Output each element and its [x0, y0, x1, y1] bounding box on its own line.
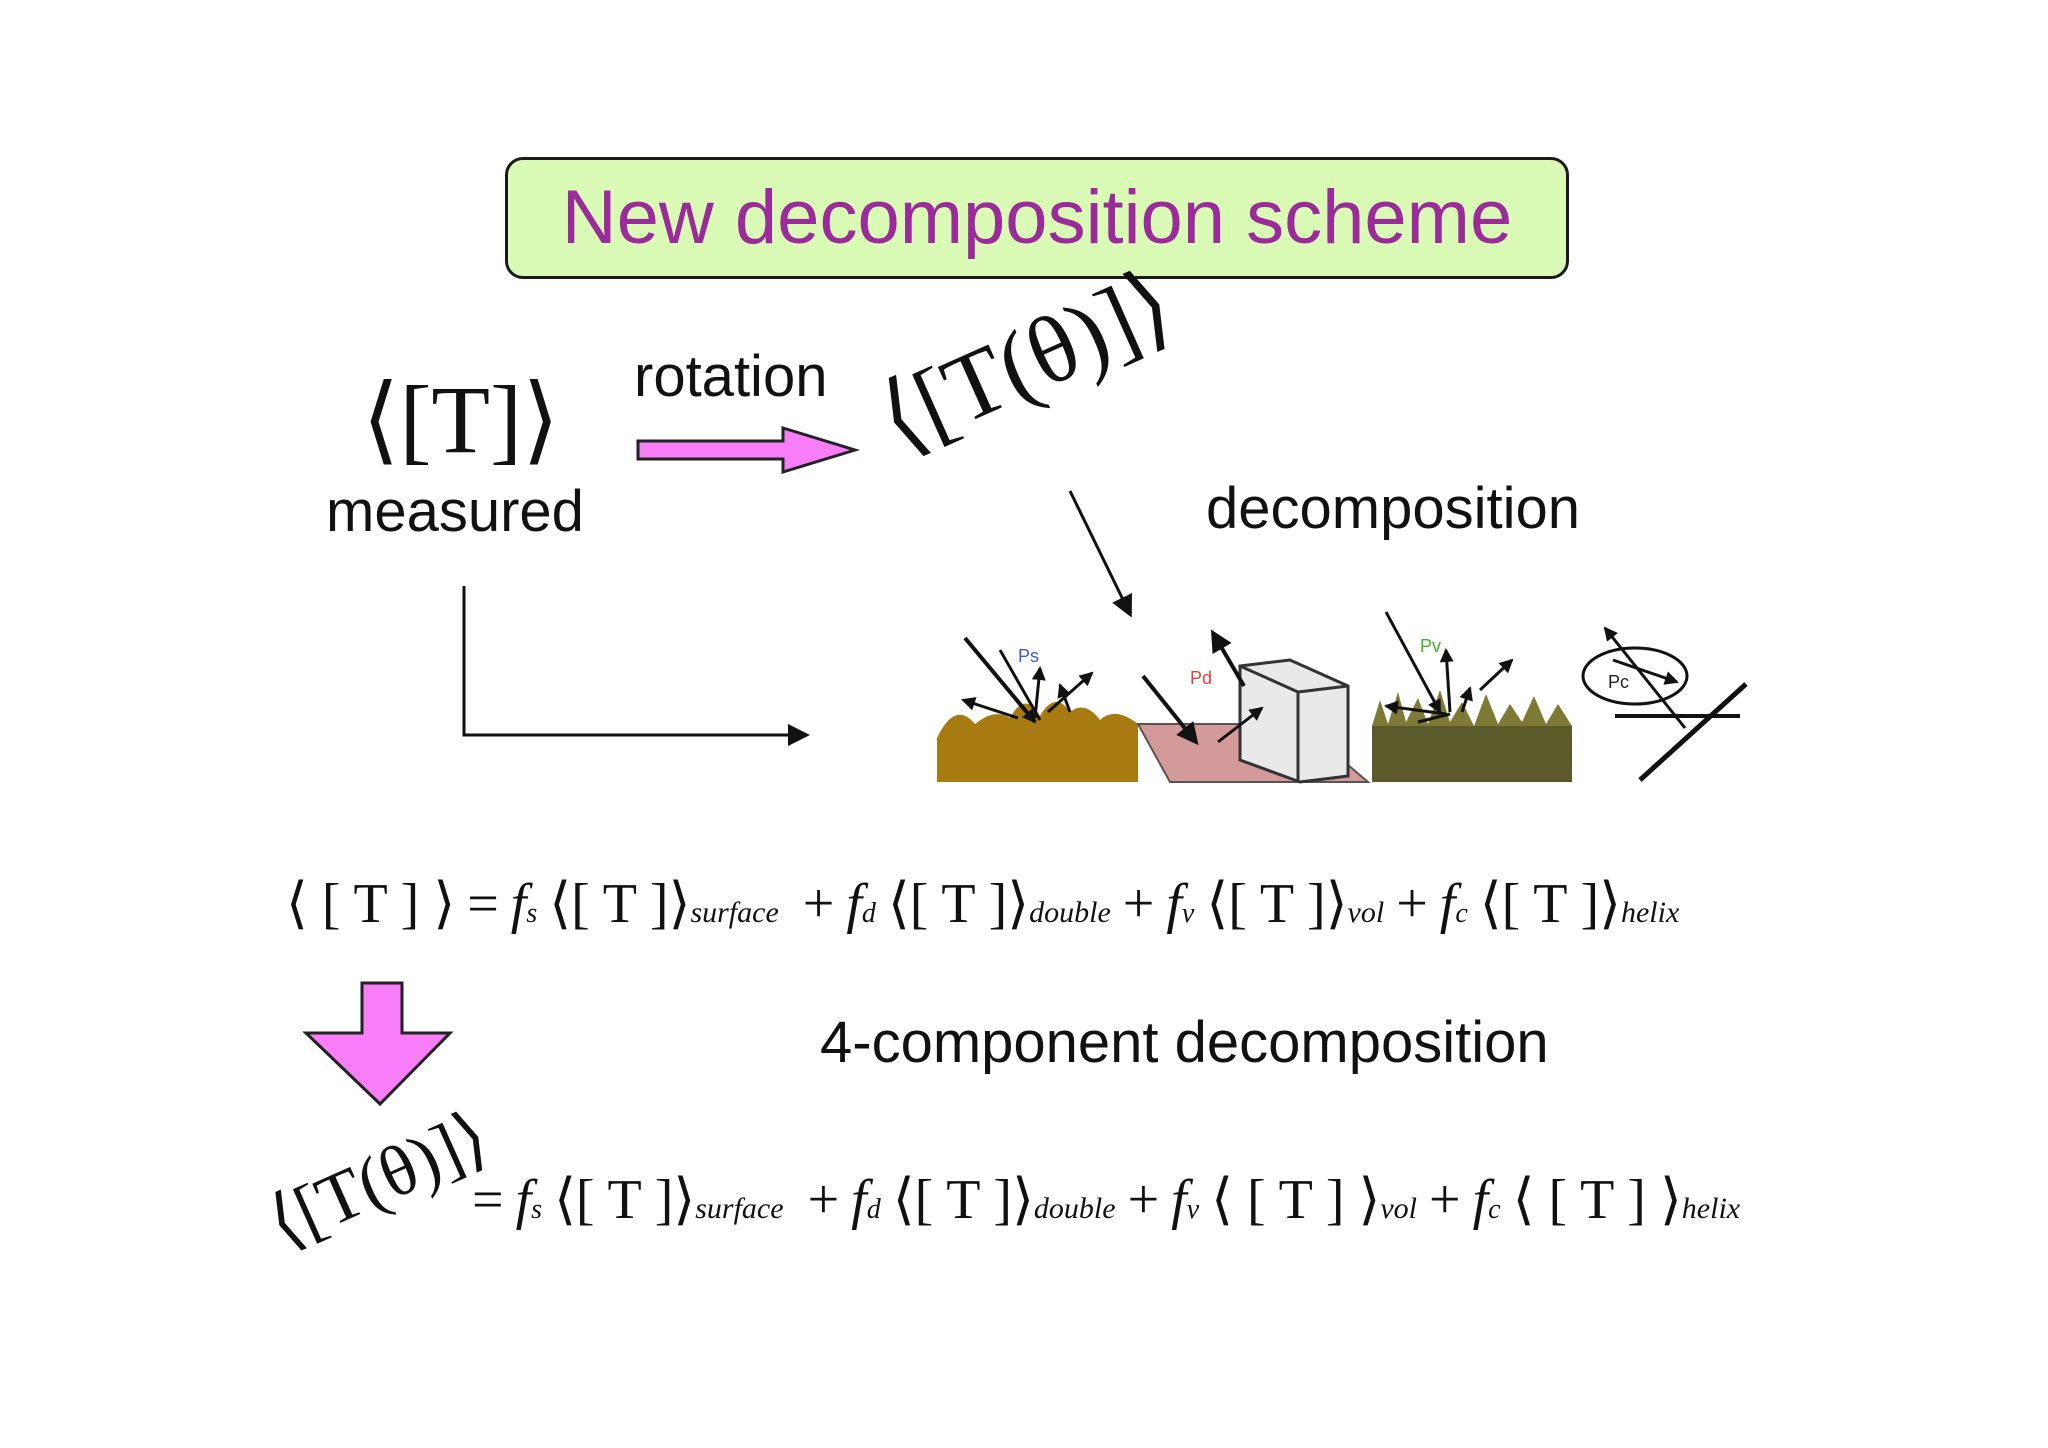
coef-fd-2: f [851, 1169, 867, 1231]
volume-icon-label: Pv [1420, 636, 1442, 656]
coef-fv: f [1166, 873, 1182, 935]
subscript-double: double [1029, 896, 1111, 929]
slide-title: New decomposition scheme [561, 175, 1513, 260]
subscript-surface: surface [690, 896, 779, 929]
decomposition-label: decomposition [1206, 476, 1580, 541]
helix-scattering-icon [1581, 626, 1748, 782]
coef-fs: f [510, 873, 527, 935]
subscript-vol-2: vol [1380, 1192, 1418, 1225]
subscript-surface-2: surface [695, 1192, 784, 1225]
decomposition-arrow [1068, 490, 1132, 618]
matrix-double: ⟨[ T ]⟩ [887, 873, 1030, 935]
matrix-helix-2: ⟨ [ T ] ⟩ [1512, 1169, 1682, 1231]
helix-icon-label: Pc [1608, 672, 1630, 692]
subscript-vol: vol [1347, 896, 1385, 929]
subscript-double-2: double [1033, 1192, 1116, 1225]
four-component-label: 4-component decomposition [820, 1010, 1549, 1075]
rotation-arrow [636, 425, 861, 475]
surface-scattering-icon [937, 636, 1138, 782]
coef-fc-2: f [1472, 1169, 1489, 1231]
matrix-double-2: ⟨[ T ]⟩ [892, 1169, 1034, 1231]
surface-icon-label: Ps [1018, 646, 1040, 666]
subscript-helix: helix [1620, 896, 1680, 929]
measured-matrix: ⟨[T]⟩ [362, 366, 560, 473]
coef-fs-2: f [515, 1169, 532, 1231]
title-box: New decomposition scheme [505, 157, 1569, 279]
rotation-label: rotation [634, 344, 828, 409]
matrix-helix: ⟨[ T ]⟩ [1479, 873, 1621, 935]
coef-fv-2: f [1171, 1169, 1187, 1231]
matrix-vol: ⟨[ T ]⟩ [1206, 873, 1348, 935]
volume-scattering-icon [1372, 611, 1572, 782]
subscript-helix-2: helix [1681, 1192, 1741, 1225]
measured-label: measured [326, 479, 584, 544]
double-bounce-icon [1136, 629, 1371, 784]
coef-fc: f [1439, 873, 1456, 935]
coef-fd: f [846, 873, 862, 935]
matrix-surface: ⟨[ T ]⟩ [549, 873, 691, 935]
matrix-surface-2: ⟨[ T ]⟩ [554, 1169, 696, 1231]
double-icon-label: Pd [1190, 668, 1213, 688]
measured-connector [462, 586, 810, 746]
down-arrow [302, 981, 454, 1107]
matrix-vol-2: ⟨ [ T ] ⟩ [1211, 1169, 1381, 1231]
equation-1-lhs: ⟨ [ T ] ⟩ [286, 873, 456, 935]
